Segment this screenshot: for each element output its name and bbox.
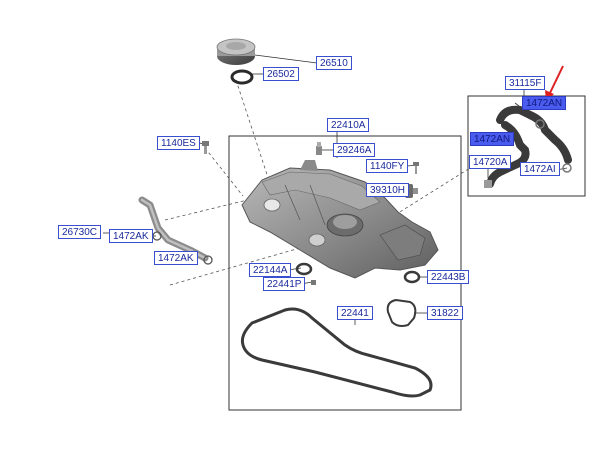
bolt-1140es	[202, 141, 209, 154]
part-label-1472an-highlighted[interactable]: 1472AN	[522, 96, 567, 110]
part-label-22144a[interactable]: 22144A	[249, 263, 292, 277]
part-label-22441[interactable]: 22441	[337, 306, 373, 320]
cylinder-head-cover	[241, 160, 439, 279]
oring-22443b	[403, 270, 421, 284]
hose-clamp-1472ak-2	[203, 255, 213, 265]
part-label-29246a[interactable]: 29246A	[333, 143, 376, 157]
part-label-26730c[interactable]: 26730C	[58, 225, 102, 239]
part-label-31115f[interactable]: 31115F	[505, 76, 546, 90]
part-label-1472ai[interactable]: 1472AI	[520, 162, 560, 176]
part-label-22443b[interactable]: 22443B	[427, 270, 470, 284]
part-label-1140es[interactable]: 1140ES	[157, 136, 200, 150]
part-label-14720a[interactable]: 14720A	[469, 155, 512, 169]
bolt-22441p	[311, 280, 316, 285]
part-label-31822[interactable]: 31822	[427, 306, 463, 320]
part-label-1472ak-2[interactable]: 1472AK	[154, 251, 198, 265]
sensor-gasket	[386, 298, 417, 327]
part-label-26502[interactable]: 26502	[263, 67, 299, 81]
hose-clamp-1472ak-1	[152, 231, 162, 241]
bolt-1140fy	[413, 162, 419, 174]
filler-cap-seal-ring	[230, 69, 254, 85]
seal-22144a	[295, 262, 313, 276]
part-label-1140fy[interactable]: 1140FY	[366, 159, 409, 173]
part-label-22410a[interactable]: 22410A	[327, 118, 370, 132]
vapor-hose-assembly	[484, 105, 572, 188]
cover-gasket	[240, 307, 433, 398]
part-label-1472ak-1[interactable]: 1472AK	[109, 229, 153, 243]
part-label-39310h[interactable]: 39310H	[366, 183, 410, 197]
part-label-1472an-highlighted-2[interactable]: 1472AN	[470, 132, 515, 146]
part-label-22441p[interactable]: 22441P	[263, 277, 306, 291]
pcv-valve	[316, 142, 322, 155]
part-label-26510[interactable]: 26510	[316, 56, 352, 70]
oil-filler-cap	[216, 38, 256, 65]
